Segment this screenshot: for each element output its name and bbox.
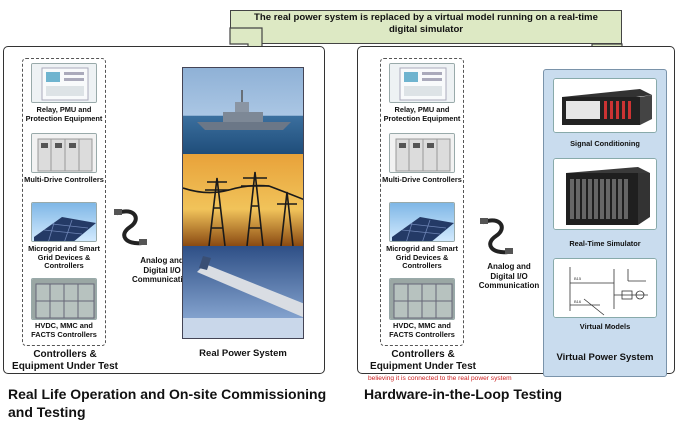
banner-text: The real power system is replaced by a v… xyxy=(254,12,598,36)
real-power-system-images xyxy=(182,67,304,339)
virtual-item-caption: Real-Time Simulator xyxy=(569,239,641,248)
solar-panel-image xyxy=(31,202,97,242)
right-item-caption: Multi-Drive Controllers xyxy=(382,175,462,184)
svg-text:B15: B15 xyxy=(574,276,582,281)
real-time-simulator-image xyxy=(553,158,657,230)
drive-cabinet-image xyxy=(389,133,455,173)
virtual-item-caption: Virtual Models xyxy=(579,322,631,331)
relay-device-image xyxy=(389,63,455,103)
left-cable-icon xyxy=(114,209,147,246)
real-power-system-label: Real Power System xyxy=(199,348,287,359)
left-item-caption: Microgrid and Smart Grid Devices & Contr… xyxy=(28,244,100,271)
banner-box xyxy=(230,10,622,44)
right-bottom-title: Hardware-in-the-Loop Testing xyxy=(364,386,563,402)
left-item-caption: Multi-Drive Controllers xyxy=(24,175,104,184)
hvdc-hall-image xyxy=(389,278,455,320)
virtual-power-system-label: Virtual Power System xyxy=(556,352,654,363)
right-controllers-label: Controllers & Equipment Under Test xyxy=(370,349,476,372)
svg-text:B16: B16 xyxy=(574,299,582,304)
right-item-caption: HVDC, MMC and FACTS Controllers xyxy=(389,321,455,339)
virtual-item-caption: Signal Conditioning xyxy=(570,139,640,148)
drive-cabinet-image xyxy=(31,133,97,173)
left-controllers-label: Controllers & Equipment Under Test xyxy=(12,349,118,372)
left-item-caption: HVDC, MMC and FACTS Controllers xyxy=(31,321,97,339)
right-communication-label: Analog and Digital I/O Communication xyxy=(478,262,540,291)
hil-note: believing it is connected to the real po… xyxy=(368,375,512,382)
left-bottom-title: Real Life Operation and On-site Commissi… xyxy=(8,386,327,421)
relay-device-image xyxy=(31,63,97,103)
hvdc-hall-image xyxy=(31,278,97,320)
signal-conditioning-image xyxy=(553,78,657,133)
right-cable-icon xyxy=(480,218,513,255)
right-item-caption: Relay, PMU and Protection Equipment xyxy=(383,105,461,123)
right-item-caption: Microgrid and Smart Grid Devices & Contr… xyxy=(386,244,458,271)
solar-panel-image xyxy=(389,202,455,242)
left-communication-label: Analog and Digital I/O Communication xyxy=(132,256,193,285)
left-item-caption: Relay, PMU and Protection Equipment xyxy=(25,105,103,123)
